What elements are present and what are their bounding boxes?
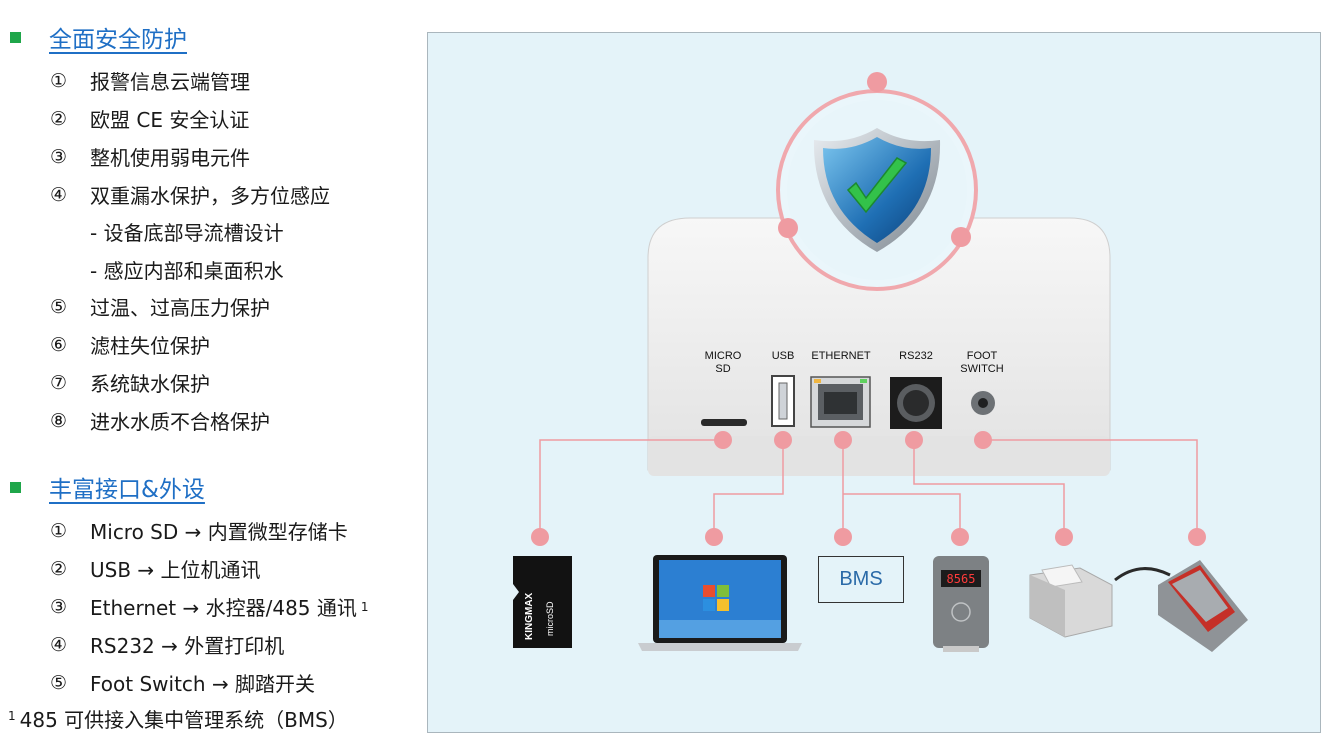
interfaces-section-header: 丰富接口&外设 — [10, 470, 205, 504]
usb-port — [771, 375, 795, 427]
port-connector-dot — [774, 431, 792, 449]
water-controller-icon: 8565 — [933, 556, 989, 652]
peripheral-connector-dot — [951, 528, 969, 546]
security-subitem-2: - 感应内部和桌面积水 — [90, 259, 284, 283]
peripheral-connector-dot — [834, 528, 852, 546]
ring-dot — [867, 72, 887, 92]
security-section-header: 全面安全防护 — [10, 20, 187, 54]
port-connector-dot — [834, 431, 852, 449]
port-connector-dot — [905, 431, 923, 449]
connector-lines — [539, 439, 1198, 536]
peripheral-connector-dot — [531, 528, 549, 546]
thermal-printer-icon — [1029, 564, 1113, 638]
rs232-port — [890, 377, 942, 429]
square-bullet-icon — [10, 481, 21, 493]
foot-switch-jack — [971, 391, 995, 415]
peripheral-connector-dot — [1055, 528, 1073, 546]
port-connector-dot — [714, 431, 732, 449]
shield-check-icon — [813, 128, 941, 252]
svg-text:8565: 8565 — [947, 572, 976, 586]
laptop-icon — [638, 555, 802, 651]
peripheral-connector-dot — [1188, 528, 1206, 546]
port-label-usb: USB — [771, 350, 795, 362]
security-subitem-1: - 设备底部导流槽设计 — [90, 221, 284, 245]
interfaces-title[interactable]: 丰富接口&外设 — [49, 477, 205, 503]
microsd-slot — [701, 419, 747, 426]
port-label-rs232: RS232 — [899, 350, 933, 362]
security-title[interactable]: 全面安全防护 — [49, 27, 187, 53]
bms-box: BMS — [818, 556, 904, 603]
port-label-ethernet: ETHERNET — [811, 350, 871, 362]
svg-text:microSD: microSD — [545, 601, 555, 636]
peripheral-connector-dot — [705, 528, 723, 546]
ring-dot — [778, 218, 798, 238]
control-unit-device — [647, 217, 1111, 476]
svg-text:KINGMAX: KINGMAX — [524, 592, 535, 640]
ring-dot — [951, 227, 971, 247]
foot-pedal-icon — [1114, 560, 1248, 652]
ethernet-port — [810, 376, 871, 428]
port-connector-dot — [974, 431, 992, 449]
microsd-card-icon: KINGMAX microSD — [513, 556, 572, 648]
square-bullet-icon — [10, 31, 21, 43]
